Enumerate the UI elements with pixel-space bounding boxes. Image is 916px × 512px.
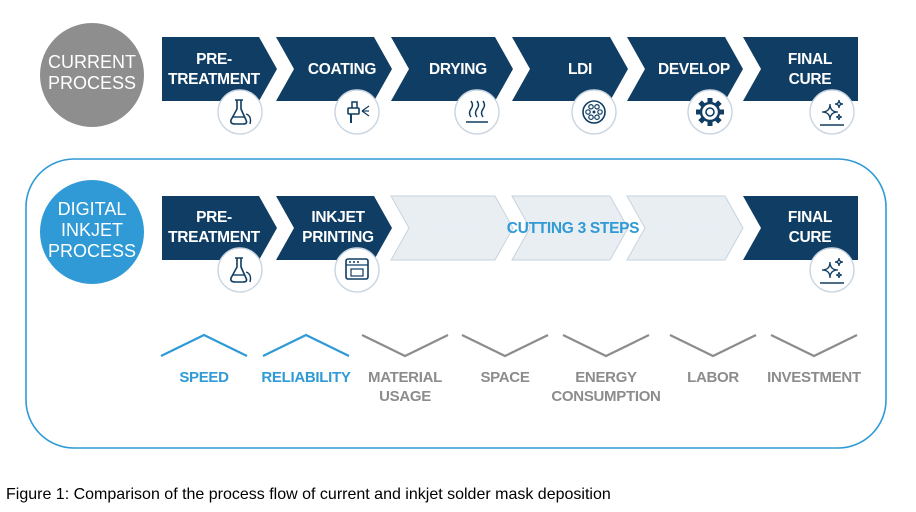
digital-process-label: DIGITAL INKJET PROCESS xyxy=(47,199,137,261)
current-step-ldi: LDI xyxy=(567,61,593,78)
chevron-down-icon-6 xyxy=(669,334,757,358)
benefit-speed: SPEED xyxy=(179,369,229,386)
benefit-investment: INVESTMENT xyxy=(767,369,861,386)
current-step-pretreatment: PRE- TREATMENT xyxy=(168,51,260,88)
benefit-reliability: RELIABILITY xyxy=(261,369,351,386)
film-reel-icon xyxy=(571,89,617,135)
benefit-labor: LABOR xyxy=(687,369,739,386)
current-arrow-1 xyxy=(162,37,277,101)
process-diagram-svg xyxy=(25,23,887,449)
sparkle-icon xyxy=(809,89,855,135)
benefit-material-usage: MATERIAL USAGE xyxy=(368,369,442,405)
process-diagram: CURRENT PROCESS DIGITAL INKJET PROCESS P… xyxy=(25,23,887,449)
current-arrow-5 xyxy=(627,37,743,101)
current-process-circle xyxy=(40,23,144,127)
digital-process-container xyxy=(25,158,887,449)
flask-hand-icon xyxy=(217,89,263,135)
chevron-down-icon-3 xyxy=(361,334,449,358)
chevron-down-icon-5 xyxy=(562,334,650,358)
current-arrow-2 xyxy=(276,37,392,101)
heat-waves-icon xyxy=(454,89,500,135)
current-arrow-3 xyxy=(391,37,513,101)
current-step-coating: COATING xyxy=(307,61,377,78)
current-step-develop: DEVELOP xyxy=(658,61,730,78)
sparkle-icon xyxy=(809,247,855,293)
chevron-down-icon-4 xyxy=(461,334,549,358)
flask-hand-icon xyxy=(217,247,263,293)
digital-step-final-cure: FINAL CURE xyxy=(787,209,833,246)
skipped-step-develop: DEVELOP xyxy=(657,220,729,237)
current-process-label: CURRENT PROCESS xyxy=(47,52,137,93)
digital-arrow-pretreatment xyxy=(162,196,277,260)
current-step-drying: DRYING xyxy=(429,61,487,78)
chevron-up-icon-1 xyxy=(160,333,248,357)
benefit-energy-consumption: ENERGY CONSUMPTION xyxy=(551,369,661,405)
ghost-arrow-1 xyxy=(390,195,514,261)
gear-icon xyxy=(687,89,733,135)
current-arrow-4 xyxy=(512,37,628,101)
current-arrow-6 xyxy=(743,37,858,101)
digital-step-inkjet-printing: INKJET PRINTING xyxy=(302,209,374,246)
digital-step-pretreatment: PRE- TREATMENT xyxy=(168,209,260,246)
figure-caption: Figure 1: Comparison of the process flow… xyxy=(6,486,611,503)
current-step-final-cure: FINAL CURE xyxy=(787,51,833,88)
skipped-step-drying: DRYING xyxy=(427,220,485,237)
digital-arrow-final-cure xyxy=(743,196,858,260)
chevron-up-icon-2 xyxy=(262,333,350,357)
ghost-arrow-3 xyxy=(626,195,744,261)
digital-arrow-inkjet xyxy=(276,196,392,260)
cutting-steps-label: CUTTING 3 STEPS xyxy=(506,220,640,237)
chevron-down-icon-7 xyxy=(770,334,858,358)
printer-icon xyxy=(334,247,380,293)
ghost-arrow-2 xyxy=(511,195,629,261)
digital-process-circle xyxy=(40,180,144,284)
spray-gun-icon xyxy=(334,89,380,135)
benefit-space: SPACE xyxy=(480,369,530,386)
